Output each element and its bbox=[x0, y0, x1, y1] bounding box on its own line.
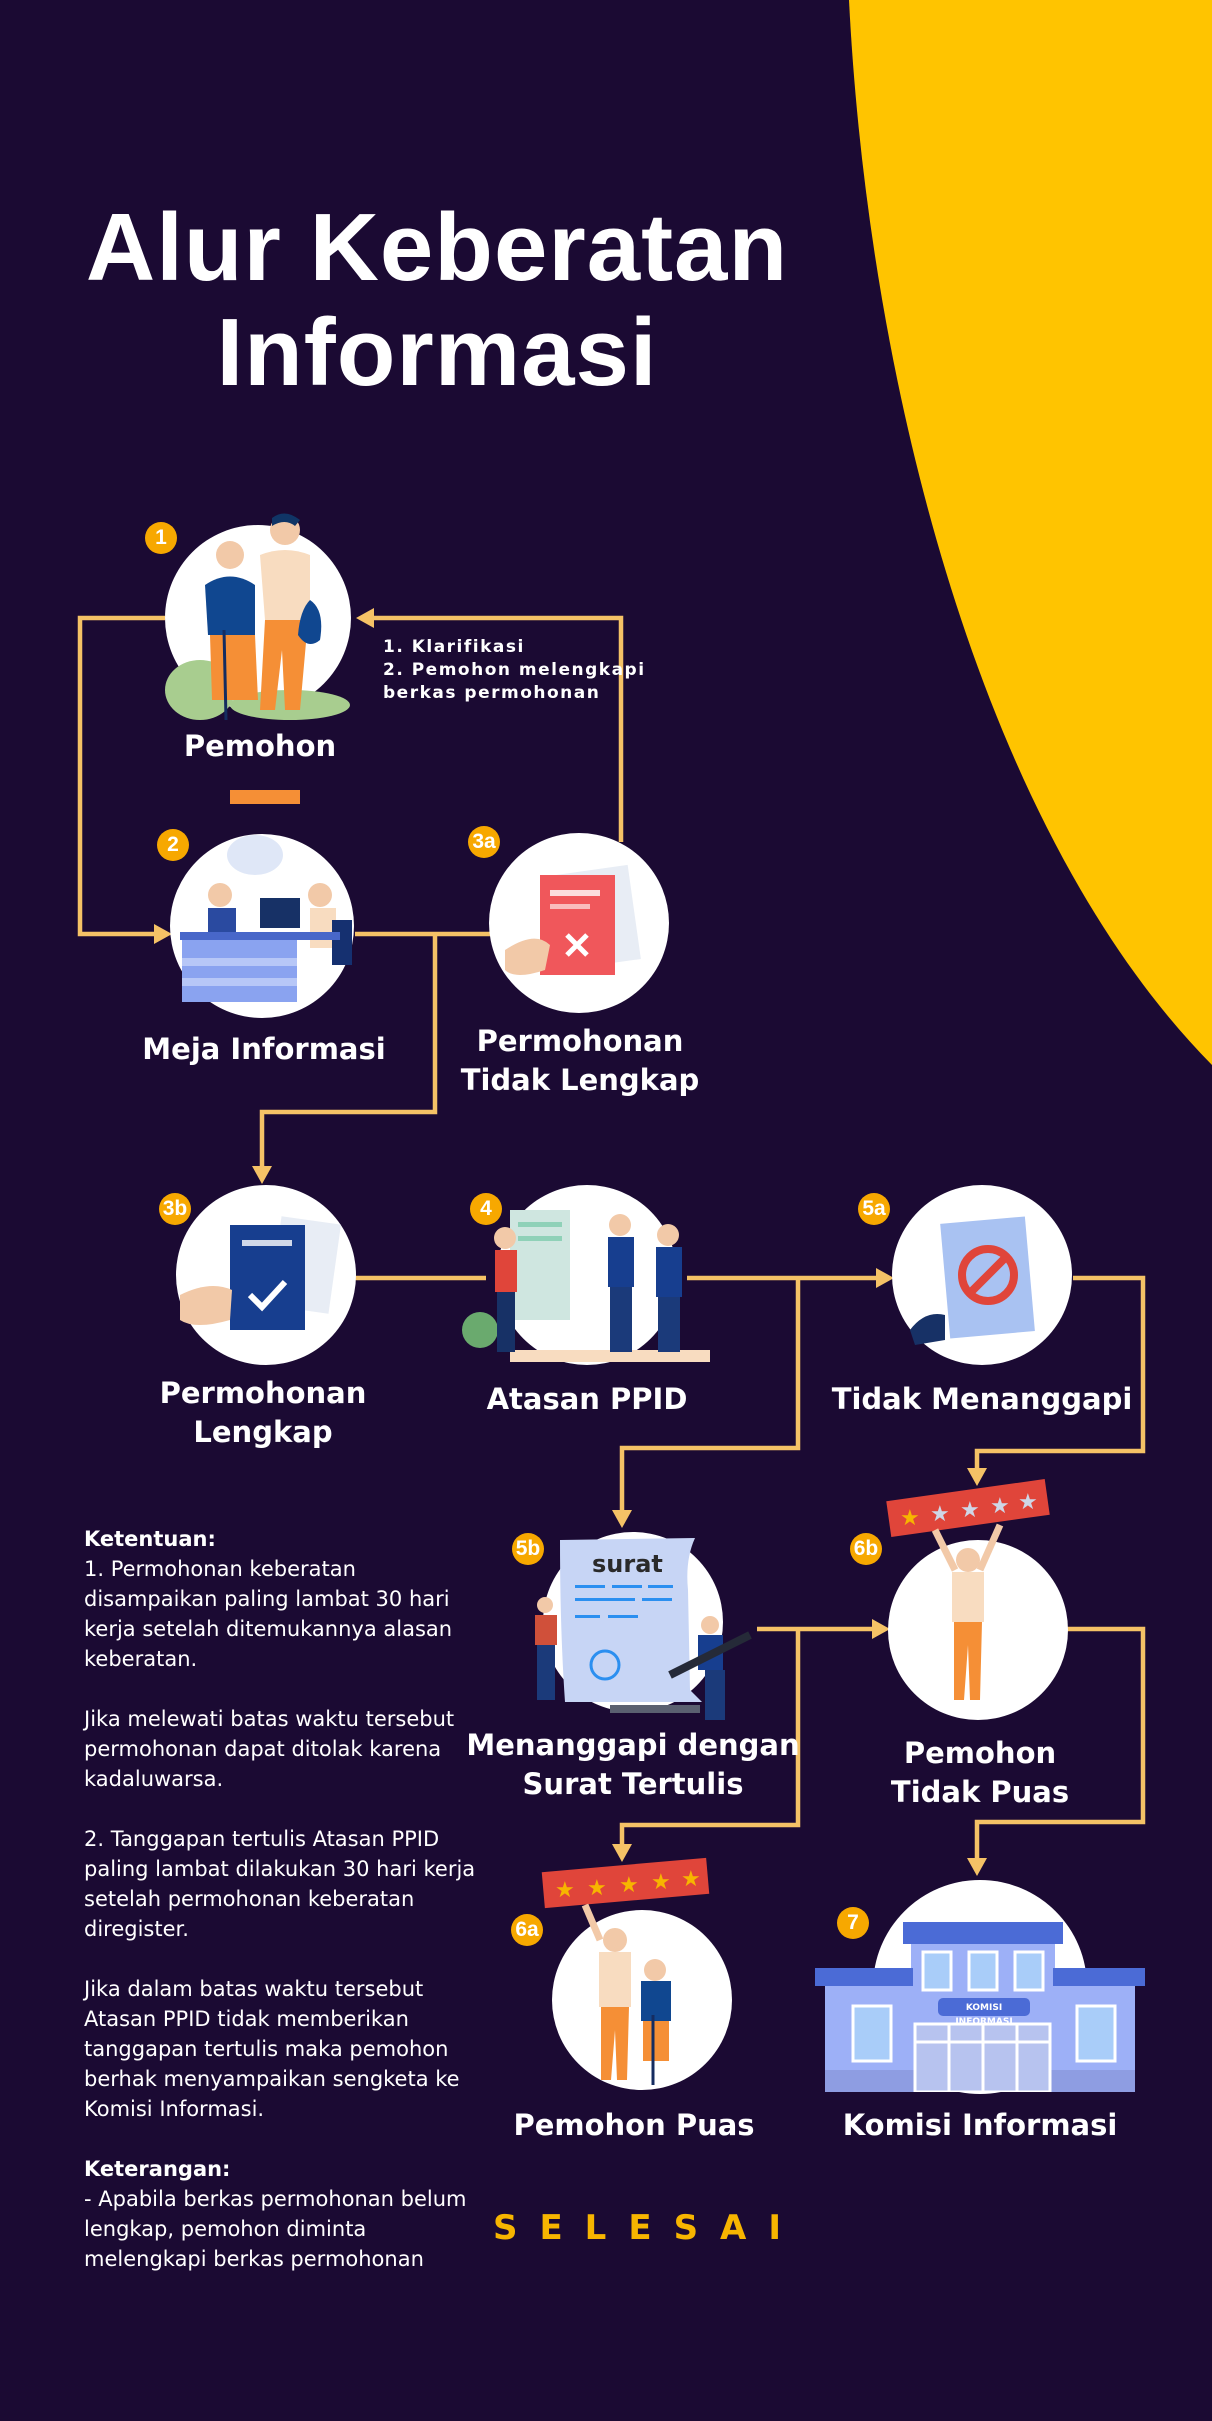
prohibited-icon bbox=[910, 1216, 1035, 1345]
step-label: Atasan PPID bbox=[486, 1382, 688, 1416]
rejected-document-icon bbox=[505, 864, 641, 975]
step-label-line2: Tidak Puas bbox=[890, 1775, 1070, 1809]
svg-text:★: ★ bbox=[651, 1870, 671, 1895]
arrow-icon bbox=[356, 608, 374, 628]
rules-heading: Ketentuan: bbox=[84, 1527, 216, 1551]
svg-text:★: ★ bbox=[587, 1876, 607, 1901]
step-label-line1: Permohonan bbox=[159, 1376, 367, 1410]
rule-paragraph: Jika dalam batas waktu tersebut Atasan P… bbox=[84, 1977, 460, 2121]
step-label-line2: Lengkap bbox=[193, 1415, 333, 1449]
svg-text:★: ★ bbox=[900, 1506, 920, 1531]
arrow-icon bbox=[612, 1510, 632, 1528]
note-line: 1. Klarifikasi bbox=[383, 637, 525, 657]
note-line: 2. Pemohon melengkapi bbox=[383, 660, 646, 680]
step-badge: 6b bbox=[850, 1533, 882, 1565]
step-label-line1: Permohonan bbox=[476, 1024, 684, 1058]
note-line: berkas permohonan bbox=[383, 683, 601, 703]
svg-text:★: ★ bbox=[1018, 1490, 1038, 1515]
yellow-arc-decoration bbox=[849, 0, 1212, 1065]
letter-title: surat bbox=[592, 1550, 663, 1578]
building-sign: KOMISI INFORMASI bbox=[955, 2003, 1013, 2027]
step-badge: 5b bbox=[512, 1533, 544, 1565]
step-badge: 6a bbox=[511, 1914, 543, 1946]
step-label-line1: Menanggapi dengan bbox=[466, 1728, 800, 1762]
five-star-rating-icon: ★ ★ ★ ★ ★ bbox=[541, 1857, 710, 2085]
rule-paragraph: 2. Tanggapan tertulis Atasan PPID paling… bbox=[84, 1827, 476, 1941]
page-title-line2: Informasi bbox=[216, 299, 658, 406]
flow-connectors bbox=[77, 615, 1146, 1860]
connector-2-to-3b bbox=[259, 934, 438, 1168]
step-label: Meja Informasi bbox=[142, 1032, 386, 1066]
end-label: SELESAI bbox=[492, 2208, 804, 2248]
loop-note: 1. Klarifikasi 2. Pemohon melengkapi ber… bbox=[383, 636, 646, 705]
connector-1-to-2 bbox=[77, 615, 165, 937]
connector-5b-to-6a bbox=[619, 1629, 801, 1846]
arrow-icon bbox=[154, 924, 172, 944]
connector-3a-to-1 bbox=[372, 615, 624, 842]
arrowheads bbox=[154, 608, 987, 1876]
arrow-icon bbox=[612, 1844, 632, 1862]
arrow-icon bbox=[967, 1858, 987, 1876]
step-badge: 5a bbox=[858, 1193, 890, 1225]
svg-text:★: ★ bbox=[930, 1502, 950, 1527]
step-label-line2: Tidak Lengkap bbox=[460, 1063, 700, 1097]
step-label: Tidak Menanggapi bbox=[831, 1382, 1133, 1416]
step-badge: 7 bbox=[837, 1907, 869, 1939]
step-badge: 1 bbox=[145, 522, 177, 554]
step-label: Komisi Informasi bbox=[842, 2108, 1118, 2142]
svg-text:★: ★ bbox=[960, 1498, 980, 1523]
rule-paragraph: 1. Permohonan keberatan disampaikan pali… bbox=[84, 1557, 453, 1671]
step-label-line1: Pemohon bbox=[903, 1736, 1057, 1770]
connector-5a-to-6b bbox=[974, 1275, 1146, 1470]
svg-text:★: ★ bbox=[681, 1867, 701, 1892]
svg-text:★: ★ bbox=[990, 1494, 1010, 1519]
arrow-icon bbox=[876, 1268, 894, 1288]
svg-text:★: ★ bbox=[619, 1873, 639, 1898]
service-desk-icon bbox=[180, 790, 352, 1002]
approved-document-icon bbox=[180, 1216, 341, 1330]
step-badge: 2 bbox=[157, 829, 189, 861]
rule-paragraph: Jika melewati batas waktu tersebut permo… bbox=[84, 1707, 455, 1791]
people-icon bbox=[165, 513, 350, 721]
step-badge: 4 bbox=[470, 1193, 502, 1225]
page-title-line1: Alur Keberatan bbox=[85, 194, 789, 301]
note-paragraph: - Apabila berkas permohonan belum lengka… bbox=[84, 2187, 467, 2271]
arrow-icon bbox=[967, 1468, 987, 1486]
step-badge: 3b bbox=[159, 1193, 191, 1225]
arrow-icon bbox=[872, 1619, 890, 1639]
letter-icon bbox=[535, 1538, 752, 1720]
step-label: Pemohon Puas bbox=[513, 2108, 755, 2142]
low-star-rating-icon: ★ ★ ★ ★ ★ bbox=[886, 1479, 1050, 1700]
step-label-line2: Surat Tertulis bbox=[522, 1767, 744, 1801]
step-label: Pemohon bbox=[183, 729, 337, 763]
note-heading: Keterangan: bbox=[84, 2157, 231, 2181]
step-badge: 3a bbox=[468, 826, 500, 858]
arrow-icon bbox=[252, 1166, 272, 1184]
meeting-icon bbox=[462, 1210, 710, 1362]
rules-text: Ketentuan: 1. Permohonan keberatan disam… bbox=[84, 1524, 484, 2304]
connector-4-to-5b bbox=[619, 1278, 801, 1512]
connector-6b-to-7 bbox=[974, 1626, 1146, 1860]
building-icon bbox=[815, 1922, 1145, 2092]
svg-text:★: ★ bbox=[555, 1878, 575, 1903]
